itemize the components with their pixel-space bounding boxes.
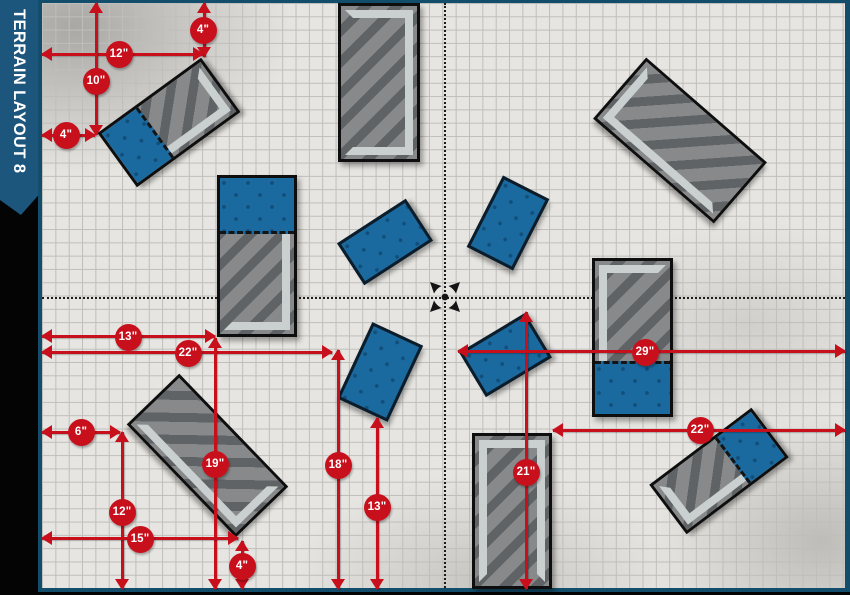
dimension-label: 15"	[126, 525, 154, 553]
arrowhead-left	[41, 329, 52, 343]
ruin-top-center	[338, 2, 420, 162]
dimension-label: 18"	[324, 451, 352, 479]
dimension-label: 22"	[174, 339, 202, 367]
arrowhead-left	[552, 423, 563, 437]
dimension-label: 29"	[631, 338, 659, 366]
ruin-mid-right-inner-wall	[598, 264, 666, 410]
arrowhead-right	[228, 531, 239, 545]
dimension-label: 13"	[363, 493, 391, 521]
arrowhead-up	[331, 349, 345, 360]
arrowhead-down	[197, 47, 211, 58]
arrowhead-up	[197, 2, 211, 13]
arrowhead-up	[235, 540, 249, 551]
dimension-label: 13"	[114, 323, 142, 351]
center-marker-icon	[430, 282, 460, 312]
layout-banner: TERRAIN LAYOUT 8	[0, 0, 38, 215]
ruin-mid-right	[591, 257, 673, 417]
ruin-mid-left-inner-wall	[224, 182, 290, 330]
ruin-mid-left	[217, 175, 297, 337]
dimension-label: 10"	[82, 67, 110, 95]
ruin-bottom-center-hatch	[475, 436, 549, 586]
arrowhead-left	[457, 344, 468, 358]
dimension-label: 12"	[105, 40, 133, 68]
arrowhead-left	[41, 531, 52, 545]
arrowhead-down	[208, 579, 222, 590]
arrowhead-right	[205, 329, 216, 343]
arrowhead-right	[322, 345, 333, 359]
ruin-top-center-inner-wall	[345, 9, 413, 155]
arrowhead-right	[85, 128, 96, 142]
arrowhead-down	[89, 125, 103, 136]
arrowhead-up	[208, 337, 222, 348]
dimension-label: 21"	[512, 458, 540, 486]
dimension-label: 4"	[228, 552, 256, 580]
arrowhead-down	[115, 579, 129, 590]
dimension-label: 4"	[52, 121, 80, 149]
arrowhead-down	[370, 579, 384, 590]
arrowhead-left	[41, 345, 52, 359]
arrowhead-up	[370, 417, 384, 428]
dimension-line	[524, 312, 528, 589]
arrowhead-left	[41, 425, 52, 439]
arrowhead-down	[331, 579, 345, 590]
arrowhead-right	[835, 423, 846, 437]
dimension-label: 19"	[201, 450, 229, 478]
arrowhead-up	[519, 311, 533, 322]
ruin-bottom-center	[472, 433, 552, 589]
arrowhead-left	[41, 128, 52, 142]
arrowhead-right	[835, 344, 846, 358]
ruin-mid-left-blue-section	[220, 178, 294, 234]
arrowhead-left	[41, 47, 52, 61]
arrowhead-down	[235, 579, 249, 590]
dimension-label: 4"	[189, 16, 217, 44]
dimension-label: 22"	[686, 416, 714, 444]
arrowhead-down	[519, 579, 533, 590]
layout-title: TERRAIN LAYOUT 8	[10, 9, 28, 174]
ruin-mid-right-blue-section	[594, 360, 670, 414]
ruin-top-center-hatch	[341, 5, 417, 159]
arrowhead-up	[115, 431, 129, 442]
dimension-label: 6"	[67, 418, 95, 446]
dimension-label: 12"	[108, 498, 136, 526]
arrowhead-up	[89, 2, 103, 13]
ruin-bottom-center-inner-wall	[479, 440, 545, 582]
arrowhead-right	[193, 47, 204, 61]
